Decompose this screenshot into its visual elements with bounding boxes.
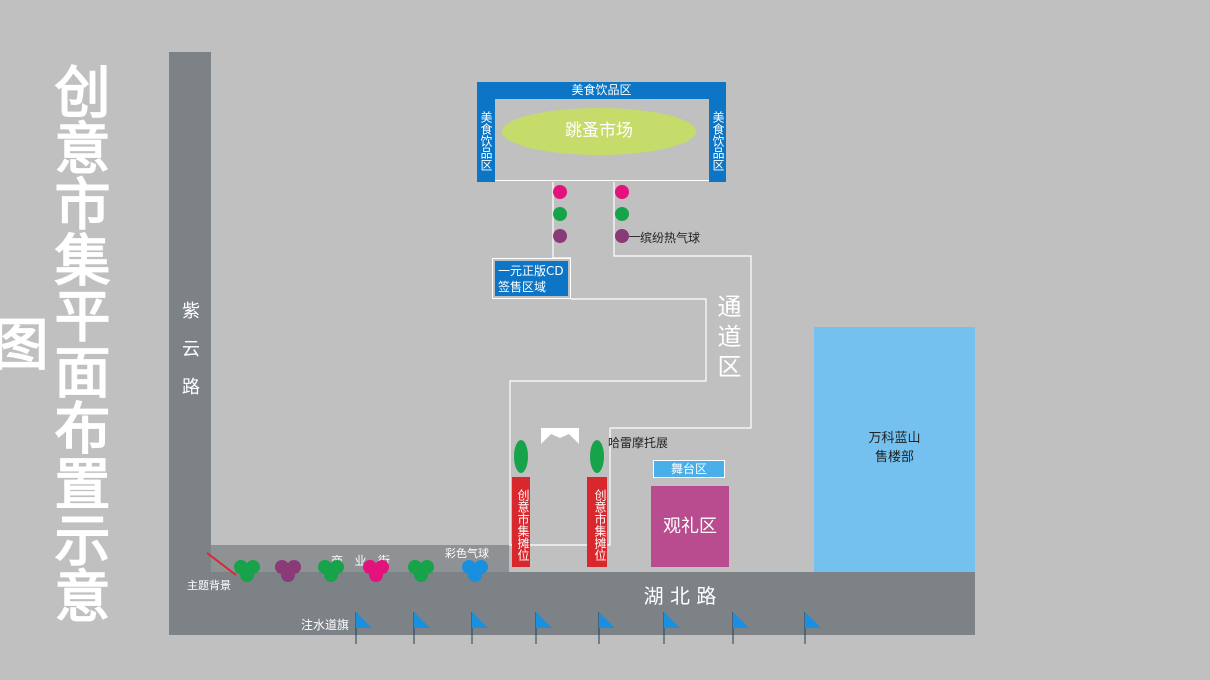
food-area-left: 美食饮品区: [477, 99, 495, 182]
viewing-area: 观礼区: [651, 486, 729, 567]
creative-stalls-left: 创意市集摊位: [512, 477, 530, 567]
walkway-mid-line: [509, 298, 707, 428]
food-area-top-label: 美食饮品区: [571, 83, 632, 97]
flag-icon: [663, 612, 680, 644]
balloon-cluster-pink: [363, 560, 389, 582]
balloon-cluster-green: [318, 560, 344, 582]
hubei-road: [211, 572, 975, 635]
flag-icon: [413, 612, 430, 644]
cd-sales-label-2: 签售区域: [498, 280, 547, 294]
food-area-top: 美食饮品区: [477, 82, 726, 99]
color-balloons-label: 彩色气球: [445, 547, 489, 560]
balloon-cluster-green: [234, 560, 260, 582]
sales-office: 万科蓝山 售楼部: [814, 327, 975, 572]
ziyun-road-label: 紫云路: [179, 301, 200, 415]
balloon-cluster-blue: [462, 560, 488, 582]
stage-label: 舞台区: [670, 462, 707, 476]
balloon-cluster-green: [408, 560, 434, 582]
flea-market: 跳蚤市场: [502, 108, 696, 155]
cd-sales-inner: 一元正版CD 签售区域: [495, 261, 568, 296]
balloon-dot-green: [553, 207, 567, 221]
balloon-dot-pink: [615, 185, 629, 199]
balloons-festive-label: 缤纷热气球: [640, 231, 701, 245]
stage-area: 舞台区: [653, 460, 725, 478]
cd-sales-label-1: 一元正版CD: [498, 264, 564, 278]
flag-icon: [355, 612, 372, 644]
flag-icon: [732, 612, 749, 644]
flag-icon: [598, 612, 615, 644]
gate-tent-icon: [541, 428, 579, 444]
flag-icon: [804, 612, 821, 644]
flea-market-label: 跳蚤市场: [565, 121, 633, 141]
harley-motorcycle-left: [514, 440, 528, 473]
water-flag-row: [355, 612, 821, 644]
balloon-cluster-row: [234, 560, 488, 582]
sales-office-label-2: 售楼部: [874, 450, 914, 465]
ziyun-road: [169, 52, 211, 635]
balloon-dot-purple: [553, 229, 567, 243]
sales-office-label-1: 万科蓝山: [868, 431, 921, 446]
passage-label: 通道区: [713, 294, 741, 384]
harley-motorcycle-right: [590, 440, 604, 473]
food-area-right: 美食饮品区: [709, 99, 726, 182]
balloon-dot-green: [615, 207, 629, 221]
creative-stalls-right: 创意市集摊位: [587, 477, 607, 567]
harley-exhibit-label: 哈雷摩托展: [608, 436, 669, 450]
viewing-area-label: 观礼区: [663, 516, 717, 537]
commercial-street: [211, 545, 509, 572]
flag-icon: [471, 612, 488, 644]
balloon-festive-pointer: [629, 236, 640, 237]
cd-sales-area: 一元正版CD 签售区域: [492, 258, 571, 299]
hubei-road-label: 湖 北 路: [643, 584, 717, 608]
flag-icon: [535, 612, 552, 644]
page-title: 创意市集平面布置示意图: [0, 63, 110, 623]
balloon-cluster-purple: [275, 560, 301, 582]
balloon-dot-purple: [615, 229, 629, 243]
water-flags-label: 注水道旗: [301, 618, 350, 632]
balloon-dot-pink: [553, 185, 567, 199]
food-area-inner: [495, 99, 709, 181]
theme-backdrop-label: 主题背景: [187, 579, 231, 592]
